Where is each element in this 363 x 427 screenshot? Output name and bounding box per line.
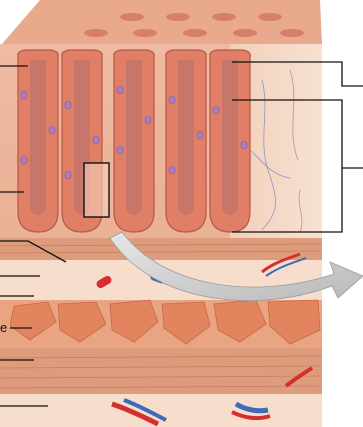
magnification-box xyxy=(84,163,109,217)
muscularis-mucosae xyxy=(0,238,322,260)
crypt-3 xyxy=(114,50,155,232)
intestinal-crypts xyxy=(18,50,251,232)
crypt-1 xyxy=(18,50,59,232)
partial-label-glyph: e xyxy=(0,320,7,335)
serosa xyxy=(0,394,322,427)
crypt-4 xyxy=(166,50,207,232)
block-top-face xyxy=(2,0,322,44)
